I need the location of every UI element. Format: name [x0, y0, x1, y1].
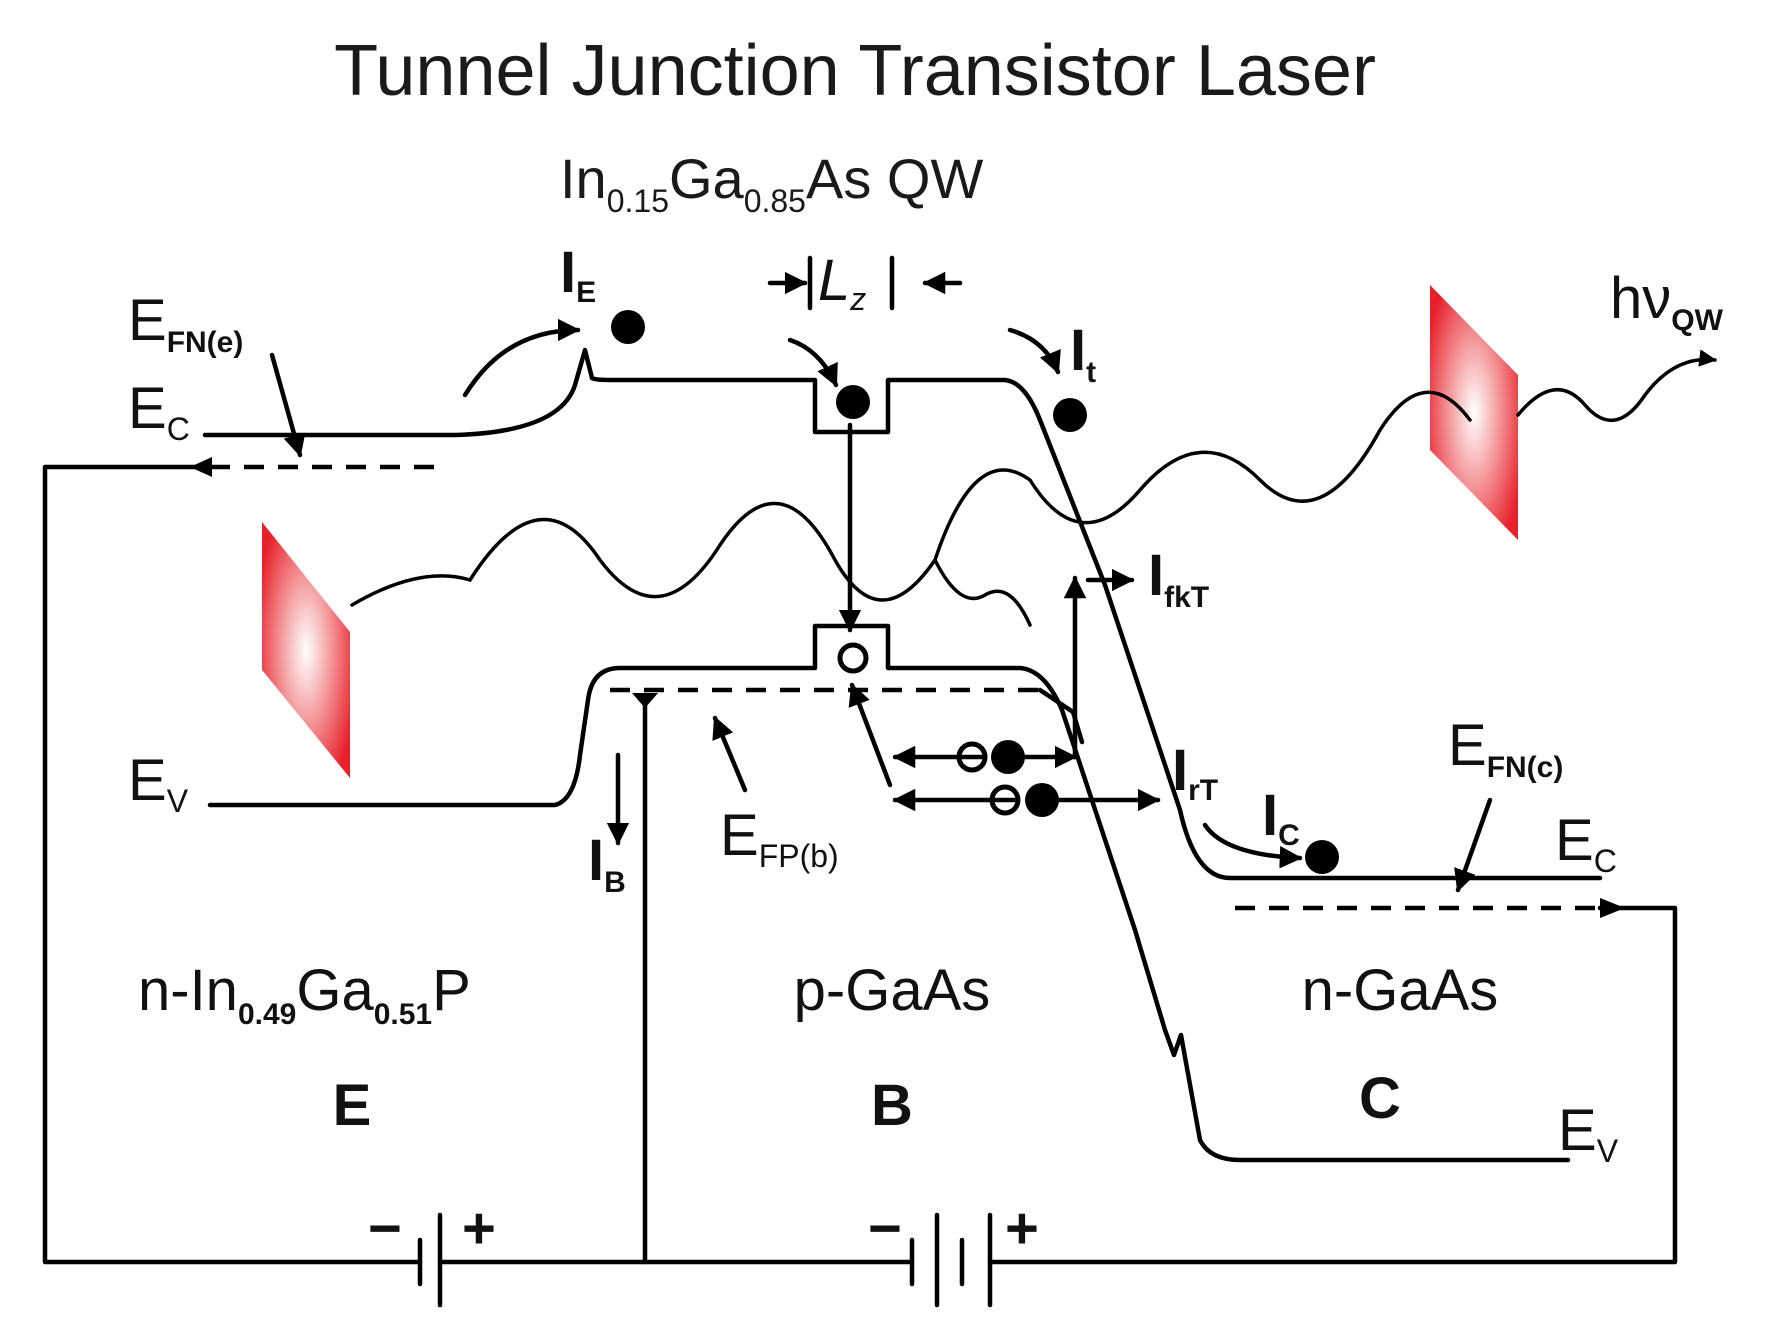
optical-wave-lower [350, 501, 937, 607]
ib-label: IB [588, 828, 626, 899]
battery-right-minus: − [868, 1196, 902, 1261]
right-arrow-head [1600, 898, 1625, 918]
battery-left-plus: + [462, 1196, 496, 1261]
emitter-circuit-wire [42, 464, 423, 1265]
collector-material-label: n-GaAs [1302, 958, 1499, 1023]
conduction-band-left [202, 347, 595, 438]
ic-label: IC [1262, 783, 1300, 852]
battery-right-plus: + [1005, 1196, 1039, 1261]
efp-b-pointer [712, 715, 748, 793]
efn-e-pointer [269, 352, 306, 458]
hole-supply-arrow [848, 682, 893, 788]
efn-c-label: EFN(c) [1448, 713, 1563, 784]
qw-label: In0.15Ga0.85As QW [560, 147, 983, 219]
electron-emitter [611, 310, 645, 344]
ev-left-label: EV [128, 748, 189, 819]
left-arrow-head [190, 457, 212, 477]
base-contact-marker [632, 693, 658, 708]
conduction-band-base [589, 375, 1603, 881]
emitter-injection-arrow [462, 318, 581, 398]
ev-right-label: EV [1558, 1098, 1619, 1169]
electron-fkt [991, 740, 1025, 774]
efn-e-label: EFN(e) [128, 288, 243, 359]
qw-capture-arrow [787, 337, 839, 388]
irt-label: IrT [1172, 738, 1218, 807]
optical-wave-upper [933, 390, 1472, 562]
electron-collector [1305, 840, 1339, 874]
hole-quantum-well [837, 642, 869, 674]
efp-b-label: EFP(b) [720, 803, 839, 874]
base-material-label: p-GaAs [794, 958, 991, 1023]
collector-current-arrow [1202, 822, 1303, 869]
lz-label: Lz [818, 248, 866, 317]
collector-letter: C [1359, 1066, 1401, 1131]
ie-label: IE [560, 240, 596, 309]
ec-left-label: EC [128, 376, 190, 447]
laser-mirror-right [1430, 285, 1518, 540]
emitter-material-label: n-In0.49Ga0.51P [138, 958, 471, 1031]
base-letter: B [871, 1073, 913, 1138]
ec-right-label: EC [1555, 808, 1617, 879]
electron-rt [1025, 783, 1059, 817]
valence-band [207, 623, 1571, 1163]
electron-tunneling [1053, 398, 1087, 432]
battery-left-minus: − [368, 1196, 402, 1261]
efn-c-pointer [1454, 797, 1493, 893]
ifkt-label: IfkT [1148, 543, 1209, 614]
emitter-letter: E [333, 1073, 372, 1138]
electron-quantum-well [836, 385, 870, 419]
optical-wave-mid [933, 558, 1032, 627]
it-label: It [1070, 318, 1096, 389]
photon-label: hνQW [1610, 266, 1724, 337]
photon-output-wave [1516, 349, 1717, 422]
tunneling-current-arrow [1007, 327, 1061, 375]
laser-mirror-left [262, 522, 350, 778]
collector-circuit-wire [987, 905, 1678, 1265]
diagram-title: Tunnel Junction Transistor Laser [334, 31, 1376, 111]
